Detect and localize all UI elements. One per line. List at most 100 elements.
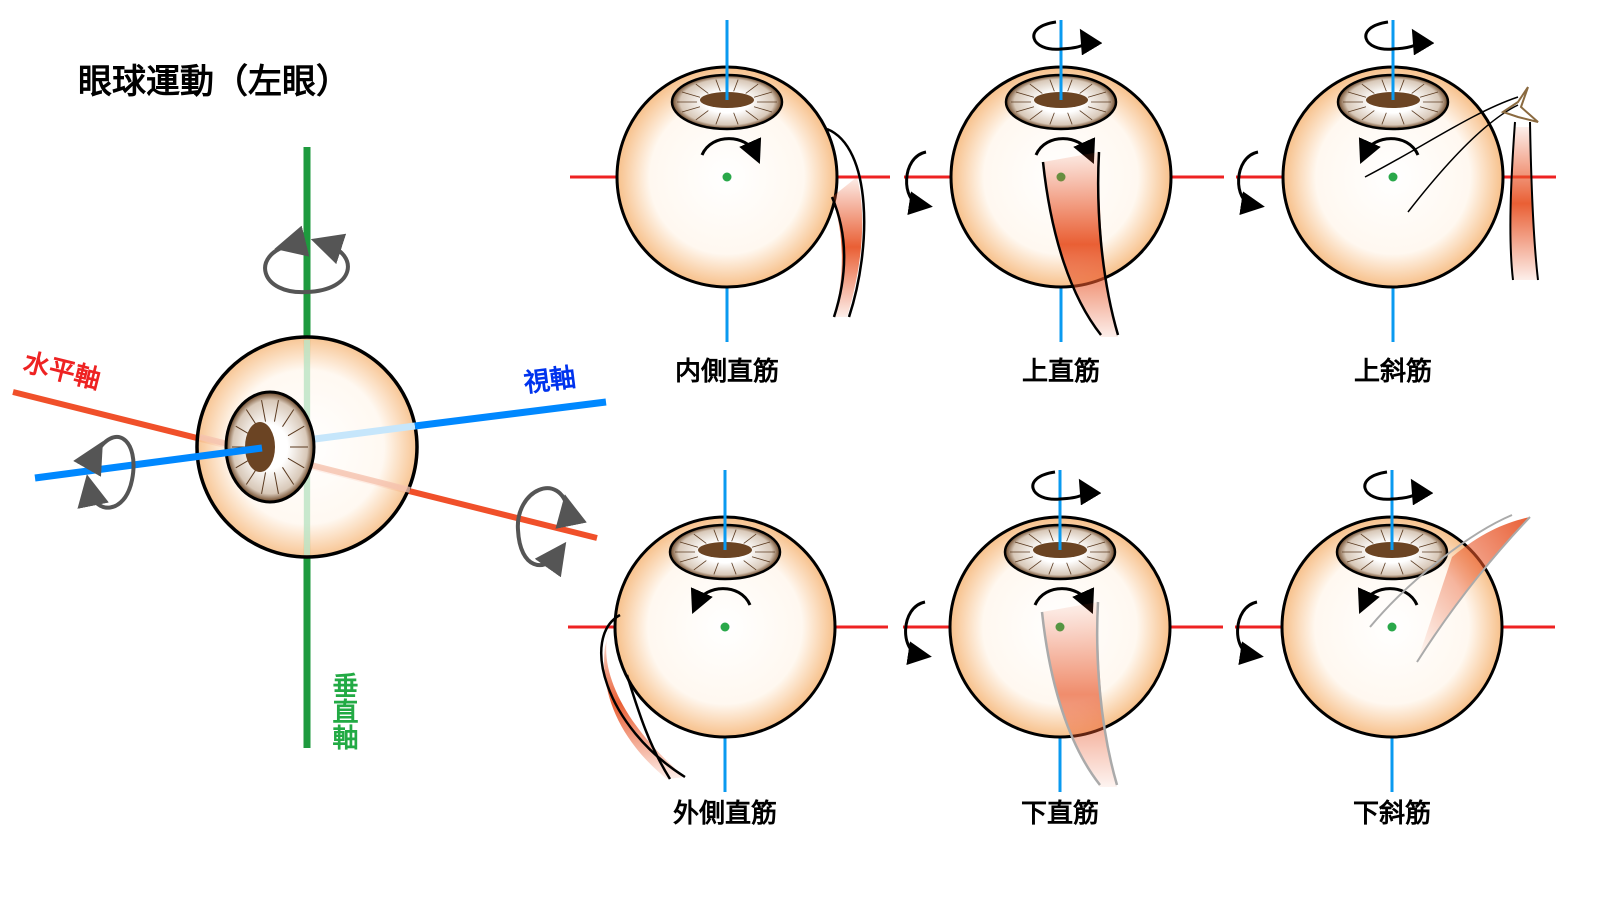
- iris-line: [1418, 556, 1438, 563]
- muscle-label: 上直筋: [1022, 356, 1100, 387]
- iris-line: [1066, 562, 1072, 575]
- iris-line: [1086, 541, 1106, 548]
- vertical-rotation-arrow-icon: [1031, 470, 1102, 506]
- muscle-outline: [1509, 121, 1516, 281]
- iris-line: [1014, 541, 1034, 548]
- iris-line: [679, 556, 699, 563]
- eye-superior-oblique: 上斜筋: [1236, 20, 1556, 387]
- rotation-arrow-horizontal-icon: [515, 486, 587, 578]
- iris-line: [1015, 91, 1035, 98]
- iris-line: [753, 106, 773, 113]
- iris-line: [715, 112, 721, 125]
- page-title: 眼球運動（左眼）: [78, 62, 350, 102]
- muscle-outline: [1040, 611, 1101, 786]
- vertical-axis-label: 垂直軸: [328, 672, 358, 750]
- muscle-outline: [1041, 161, 1102, 336]
- tendon: [1364, 96, 1519, 178]
- horizontal-rotation-arrow-icon: [1236, 600, 1264, 666]
- iris-striations: [232, 400, 308, 494]
- iris-line: [1410, 533, 1424, 544]
- vertical-rotation-arrow-icon: [1032, 20, 1103, 56]
- muscle-outline: [1369, 514, 1513, 628]
- muscle-outline: [1529, 121, 1539, 281]
- iris-line: [751, 541, 771, 548]
- muscle-outline: [830, 196, 846, 318]
- muscle-outline: [826, 127, 866, 318]
- iris-line: [743, 533, 757, 544]
- iris-line: [1399, 79, 1405, 92]
- iris-line: [715, 79, 721, 92]
- iris-line: [1079, 83, 1093, 94]
- iris-line: [713, 562, 719, 575]
- rotation-arrow-visual-icon: [73, 434, 136, 510]
- muscle-lateral-rectus: [599, 613, 686, 780]
- muscle-band: [832, 177, 863, 317]
- torsion-arrow-icon: [1357, 587, 1419, 614]
- iris-line: [693, 533, 707, 544]
- iris-line: [731, 529, 737, 542]
- rotation-arrow-vertical-icon: [263, 225, 350, 295]
- iris-line: [1381, 79, 1387, 92]
- center-point: [1388, 172, 1398, 182]
- iris-line: [745, 110, 759, 121]
- center-point: [1387, 622, 1397, 632]
- muscle-inferior-rectus: [1040, 601, 1119, 787]
- muscle-label: 下直筋: [1021, 798, 1099, 829]
- iris-line: [1398, 562, 1404, 575]
- center-point: [722, 172, 732, 182]
- muscle-label: 外側直筋: [673, 798, 777, 829]
- muscle-eye-grid: 内側直筋上直筋 上斜筋外側直筋 下直筋 下斜筋: [568, 20, 1556, 829]
- iris-line: [1361, 110, 1375, 121]
- iris-line: [282, 409, 295, 427]
- muscle-inferior-oblique: [1369, 514, 1531, 663]
- iris-line: [1380, 562, 1386, 575]
- horizontal-rotation-arrow-icon: [1237, 150, 1265, 216]
- iris-line: [1418, 541, 1438, 548]
- iris-line: [1067, 79, 1073, 92]
- torsion-arrow-icon: [1034, 137, 1096, 164]
- muscle-label: 上斜筋: [1354, 356, 1432, 387]
- visual-axis-inside: [306, 422, 416, 444]
- iris-line: [1411, 83, 1425, 94]
- iris-line: [1029, 110, 1043, 121]
- muscle-outline: [1096, 151, 1120, 336]
- eye-superior-rectus: 上直筋: [904, 20, 1224, 387]
- iris-line: [731, 562, 737, 575]
- iris-line: [287, 425, 305, 437]
- iris-line: [273, 400, 279, 422]
- iris-line: [751, 556, 771, 563]
- center-point: [720, 622, 730, 632]
- eye-lateral-rectus: 外側直筋: [568, 470, 888, 829]
- iris-line: [1360, 533, 1374, 544]
- iris-line: [695, 83, 709, 94]
- iris-line: [273, 472, 279, 494]
- visual-axis-line-front: [34, 444, 263, 482]
- iris-line: [1015, 106, 1035, 113]
- muscle-medial-rectus: [826, 127, 866, 318]
- iris-line: [753, 91, 773, 98]
- muscle-outline: [625, 674, 672, 780]
- muscle-superior-oblique: [1364, 86, 1539, 281]
- iris-line: [1078, 560, 1092, 571]
- muscle-label: 下斜筋: [1353, 798, 1431, 829]
- iris-line: [1411, 110, 1425, 121]
- iris-line: [1087, 91, 1107, 98]
- iris-line: [1399, 112, 1405, 125]
- iris-line: [733, 112, 739, 125]
- iris-line: [1087, 106, 1107, 113]
- iris-line: [1049, 112, 1055, 125]
- muscle-outline: [1095, 601, 1119, 786]
- iris-line: [1079, 110, 1093, 121]
- muscle-band: [1417, 517, 1530, 662]
- torsion-arrow-icon: [700, 137, 762, 164]
- muscle-band: [604, 627, 685, 779]
- muscle-outline: [1416, 516, 1531, 663]
- iris-line: [1028, 533, 1042, 544]
- eye-medial-rectus: 内側直筋: [570, 20, 890, 387]
- iris-line: [679, 541, 699, 548]
- iris-line: [1381, 112, 1387, 125]
- iris-line: [1014, 556, 1034, 563]
- iris-line: [1078, 533, 1092, 544]
- iris-line: [1029, 83, 1043, 94]
- eye-inferior-rectus: 下直筋: [903, 470, 1223, 829]
